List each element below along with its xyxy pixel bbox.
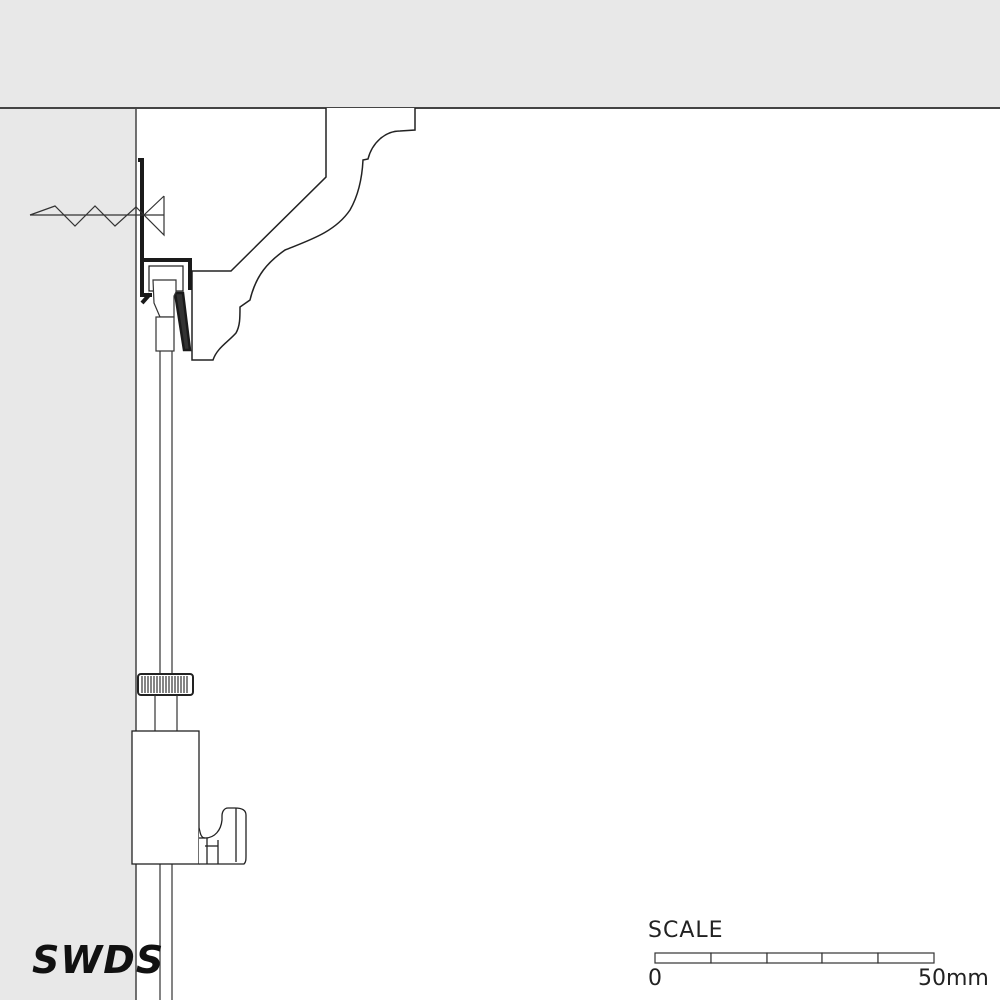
wire-clip [152,279,177,352]
picture-hook [131,730,247,865]
adjuster-nut [137,673,194,731]
scale-min-label: 0 [648,966,662,991]
scale-max-label: 50mm [918,966,989,991]
scale-title: SCALE [648,918,724,943]
wall-screw [29,195,165,237]
wall [0,108,136,1000]
brand-logo: SWDS [32,938,165,982]
suspension-wire [159,351,173,1000]
ceiling [0,0,1000,108]
scale-bar [654,952,935,964]
cornice-moulding [191,108,416,361]
